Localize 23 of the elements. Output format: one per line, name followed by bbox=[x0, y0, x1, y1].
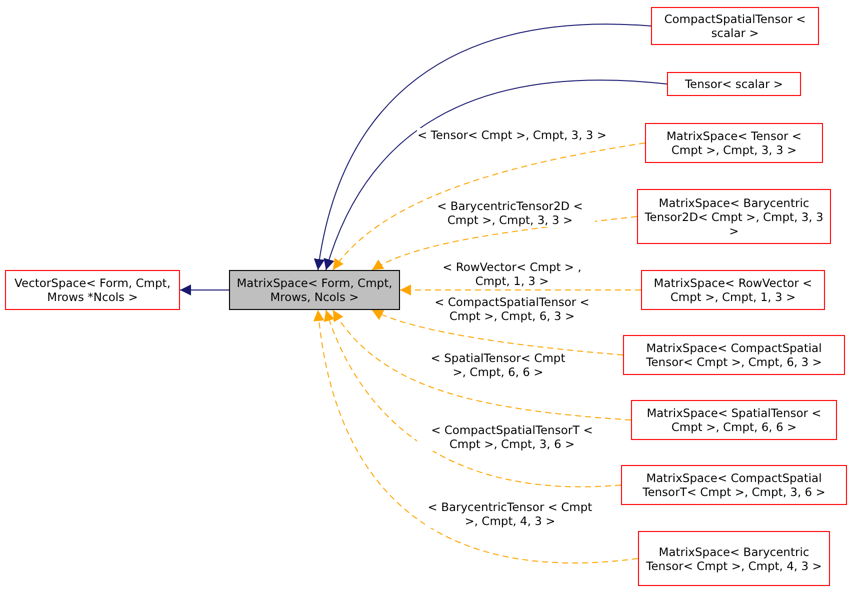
class-box: MatrixSpace< CompactSpatial Tensor< Cmpt >, Cmpt, 6, 3 > bbox=[623, 335, 845, 375]
edge-label: < BarycentricTensor2D < Cmpt >, Cmpt, 3, 3 > bbox=[425, 199, 595, 227]
edge-label: < BarycentricTensor < Cmpt >, Cmpt, 4, 3 > bbox=[425, 500, 595, 528]
class-box: MatrixSpace< RowVector < Cmpt >, Cmpt, 1, 3 > bbox=[641, 270, 825, 310]
arrow bbox=[324, 80, 668, 270]
dashed-arrow bbox=[400, 284, 642, 296]
arrow bbox=[314, 24, 652, 270]
class-box: MatrixSpace< Tensor < Cmpt >, Cmpt, 3, 3 > bbox=[645, 123, 823, 163]
arrow bbox=[180, 284, 230, 296]
dashed-arrow bbox=[371, 310, 624, 356]
class-box: VectorSpace< Form, Cmpt, Mrows *Ncols > bbox=[5, 270, 180, 310]
class-box: MatrixSpace< Barycentric Tensor2D< Cmpt >, Cmpt, 3, 3 > bbox=[637, 189, 831, 244]
class-box: MatrixSpace< Form, Cmpt, Mrows, Ncols > bbox=[229, 270, 400, 310]
dashed-arrow bbox=[332, 310, 632, 420]
class-box: MatrixSpace< CompactSpatial TensorT< Cmpt >, Cmpt, 3, 6 > bbox=[621, 465, 847, 505]
dashed-arrow bbox=[332, 142, 646, 270]
dashed-arrow bbox=[324, 310, 622, 488]
class-box: CompactSpatialTensor < scalar > bbox=[651, 7, 819, 45]
class-box: Tensor< scalar > bbox=[667, 72, 801, 96]
dashed-arrow bbox=[314, 310, 638, 564]
class-box: MatrixSpace< Barycentric Tensor< Cmpt >, Cmpt, 4, 3 > bbox=[638, 531, 830, 586]
edge-label: < Tensor< Cmpt >, Cmpt, 3, 3 > bbox=[417, 128, 607, 142]
class-box: MatrixSpace< SpatialTensor < Cmpt >, Cmpt, 6, 6 > bbox=[631, 400, 837, 440]
